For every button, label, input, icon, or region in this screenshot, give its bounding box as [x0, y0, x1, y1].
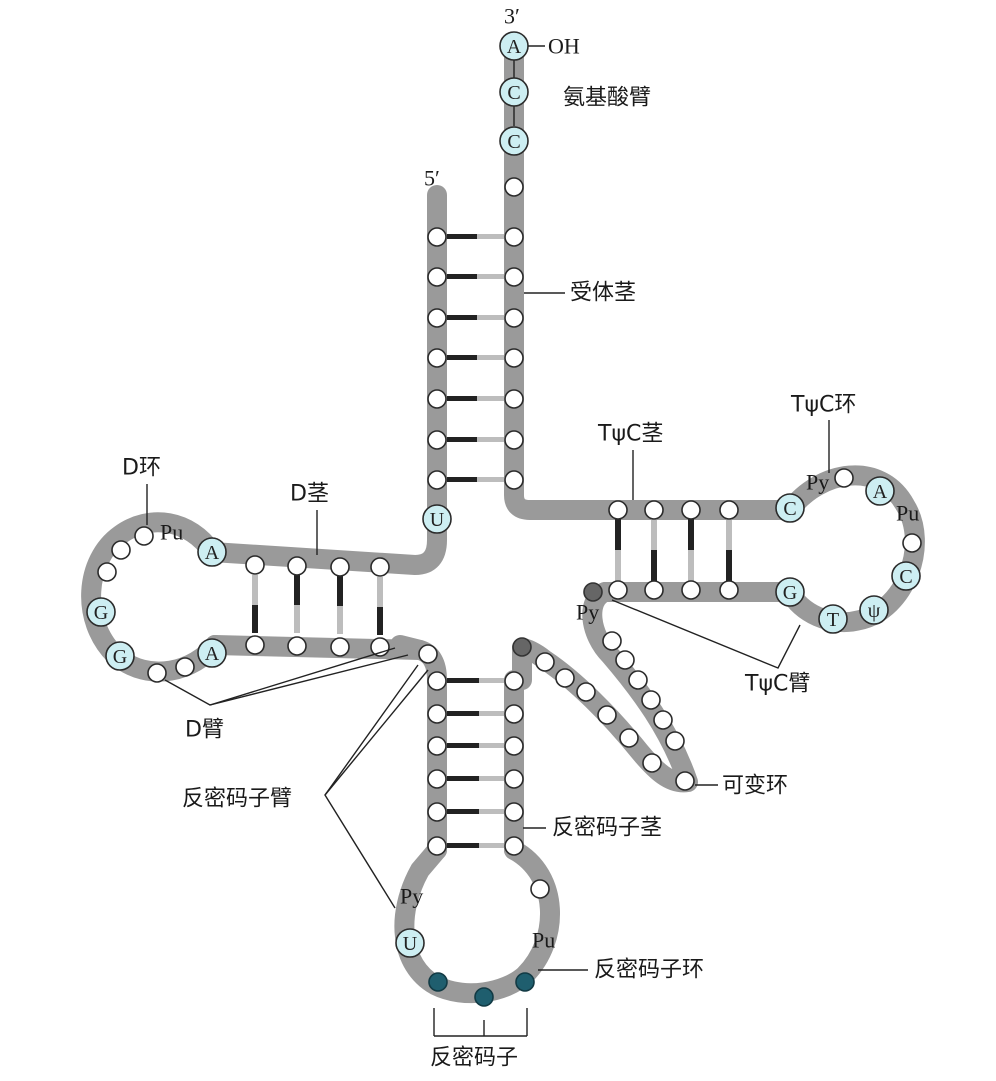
- t-base-py: Py: [806, 470, 829, 495]
- t-base-c2: C: [899, 566, 912, 588]
- label-anticodon-stem: 反密码子茎: [552, 816, 662, 841]
- d-base-g1: G: [94, 602, 108, 624]
- ac-base-py: Py: [400, 884, 423, 909]
- t-base-t: T: [827, 609, 839, 631]
- label-oh: OH: [548, 34, 580, 59]
- d-base-a-top: A: [205, 542, 220, 564]
- d-pair-3: [330, 557, 350, 657]
- t-base-c: C: [783, 498, 796, 520]
- acceptor-pair-7: [427, 470, 524, 490]
- leader-lines: [146, 292, 830, 1037]
- acceptor-pair-2: [427, 267, 524, 287]
- t-pair-4: [719, 500, 739, 600]
- anticodon-base-3: [515, 972, 535, 992]
- d-pair-2: [287, 556, 307, 656]
- variable-loop: Py: [512, 582, 695, 791]
- ac-pair-5: [427, 802, 524, 822]
- cca-base-c2: C: [507, 131, 520, 153]
- acceptor-pair-5: [427, 389, 524, 409]
- tpsic-stem: [608, 500, 739, 600]
- d-base-g2: G: [113, 646, 127, 668]
- label-three-prime: 3′: [504, 4, 520, 29]
- t-base-psi: ψ: [868, 600, 881, 622]
- anticodon-loop: U Py Pu: [395, 879, 555, 1007]
- cca-base-a: A: [507, 36, 522, 58]
- label-anticodon: 反密码子: [430, 1046, 518, 1071]
- ac-pair-6: [427, 836, 524, 856]
- d-pair-4: [370, 557, 390, 657]
- region-labels: 氨基酸臂 受体茎 D环 D茎 D臂 TψC茎 TψC环 TψC臂 可变环 反密码…: [122, 86, 856, 1071]
- ac-pair-3: [427, 736, 524, 756]
- label-d-loop: D环: [122, 456, 161, 481]
- label-anticodon-loop: 反密码子环: [594, 958, 704, 983]
- label-anticodon-arm: 反密码子臂: [182, 787, 292, 812]
- t-base-pu: Pu: [896, 501, 919, 526]
- d-pair-1: [245, 555, 265, 655]
- label-tpsic-stem: TψC茎: [597, 422, 663, 447]
- acceptor-pair-1: [427, 227, 524, 247]
- ac-base-u: U: [403, 933, 418, 955]
- svg-text:U: U: [430, 509, 445, 531]
- acceptor-unpaired-base: [504, 177, 524, 197]
- acceptor-stem: [427, 177, 524, 490]
- t-base-g: G: [783, 582, 797, 604]
- label-amino-acid-arm: 氨基酸臂: [563, 86, 651, 111]
- t-pair-1: [608, 500, 628, 600]
- acceptor-pair-6: [427, 430, 524, 450]
- anticodon-stem: [418, 644, 524, 856]
- label-tpsic-loop: TψC环: [790, 393, 856, 418]
- t-pair-3: [681, 500, 701, 600]
- label-variable-loop: 可变环: [722, 774, 788, 799]
- tpsic-loop: C A C ψ T G Py Pu: [775, 468, 922, 634]
- ac-pair-4: [427, 769, 524, 789]
- label-tpsic-arm: TψC臂: [744, 672, 810, 697]
- t-pair-2: [644, 500, 664, 600]
- ac-pair-1: [427, 671, 524, 691]
- d-loop: A G G A Pu: [86, 520, 227, 683]
- cca-end: A C C OH 3′ 5′: [424, 4, 580, 191]
- anticodon-base-1: [428, 972, 448, 992]
- d-base-a-bottom: A: [205, 643, 220, 665]
- anticodon-base-2: [474, 987, 494, 1007]
- d-stem: [245, 555, 390, 657]
- var-base-py: Py: [576, 600, 599, 625]
- t-base-a: A: [873, 481, 888, 503]
- cca-base-c1: C: [507, 82, 520, 104]
- junction-u: U: [422, 504, 452, 534]
- label-five-prime: 5′: [424, 166, 440, 191]
- ac-pair-2: [427, 704, 524, 724]
- ac-base-pu: Pu: [532, 928, 555, 953]
- acceptor-pair-3: [427, 308, 524, 328]
- label-acceptor-stem: 受体茎: [570, 281, 636, 306]
- acceptor-pair-4: [427, 348, 524, 368]
- d-base-pu: Pu: [160, 520, 183, 545]
- label-d-arm: D臂: [185, 718, 224, 743]
- label-d-stem: D茎: [290, 482, 329, 507]
